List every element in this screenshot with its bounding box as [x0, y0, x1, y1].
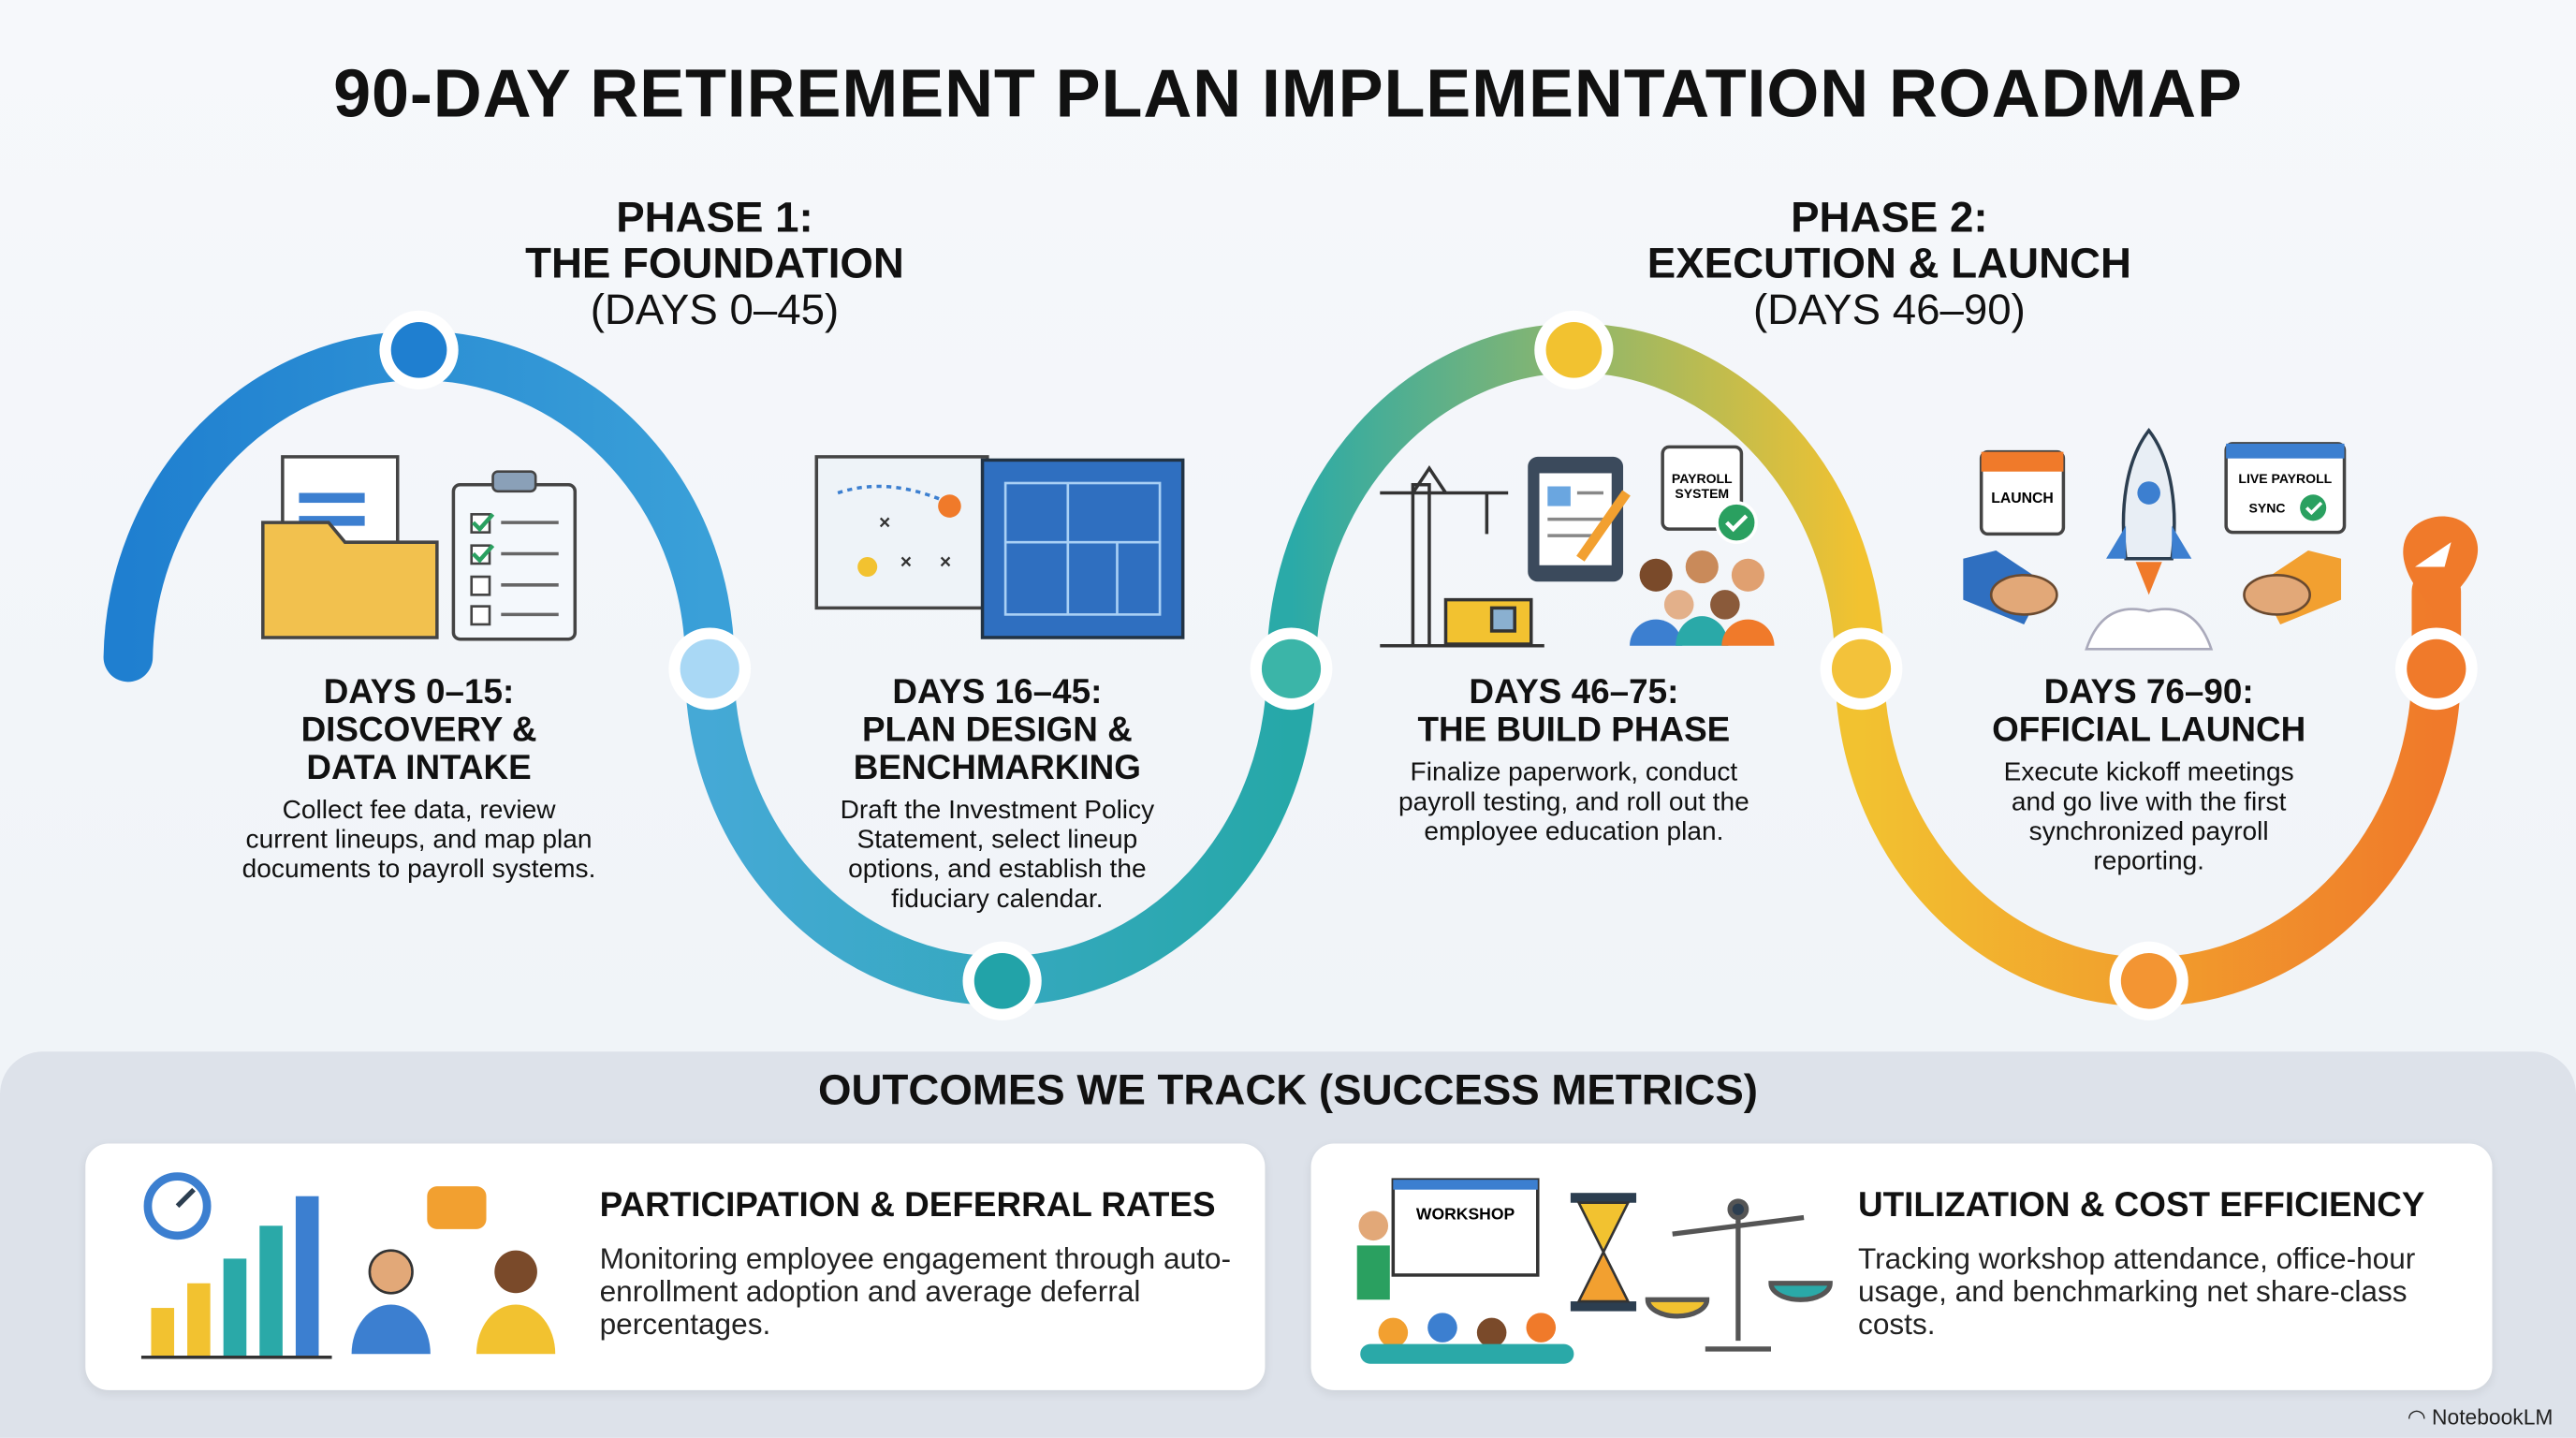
phase-2-days: (DAYS 46–90) — [1752, 284, 2026, 334]
thumbs-up-people-icon — [351, 1186, 556, 1355]
phase-2-heading: PHASE 2: EXECUTION & LAUNCH (DAYS 46–90) — [1528, 194, 2250, 331]
live-payroll-label: LIVE PAYROLL — [2238, 471, 2332, 486]
node-day-15 — [668, 627, 752, 711]
node-day-30 — [962, 941, 1042, 1020]
step-days-16-45: DAYS 16–45: PLAN DESIGN & BENCHMARKING D… — [800, 674, 1194, 916]
step-1-title-line-2: DISCOVERY & — [300, 711, 537, 750]
outcome-card-participation: PARTICIPATION & DEFERRAL RATES Monitorin… — [85, 1143, 1266, 1390]
step-2-description: Draft the Investment Policy Statement, s… — [840, 797, 1155, 914]
step-days-46-75: DAYS 46–75: THE BUILD PHASE Finalize pap… — [1368, 674, 1779, 848]
gauge-icon — [143, 1172, 212, 1240]
svg-text:×: × — [900, 551, 912, 573]
payroll-system-label-2: SYSTEM — [1675, 486, 1729, 501]
step-2-title-line-1: DAYS 16–45: — [892, 673, 1103, 712]
route-map-icon: × × × — [814, 455, 989, 610]
payroll-system-icon: PAYROLL SYSTEM — [1661, 445, 1758, 544]
folder-icon — [261, 455, 439, 639]
tablet-checklist-icon — [1528, 456, 1631, 582]
bar-chart-icon — [140, 1196, 332, 1359]
live-payroll-sync-icon: LIVE PAYROLL SYNC — [2224, 442, 2347, 535]
step-4-title-line-1: DAYS 76–90: — [2043, 673, 2254, 712]
rocket-icon — [2085, 427, 2214, 651]
outcome-card-utilization: WORKSHOP UTILIZATION & COST EFFICIENCY T… — [1310, 1143, 2493, 1390]
node-day-46 — [1534, 310, 1614, 389]
participation-description: Monitoring employee engagement through a… — [599, 1241, 1232, 1342]
step-1-title-line-3: DATA INTAKE — [306, 749, 532, 787]
phase-2-label: PHASE 2: — [1791, 192, 1988, 242]
step-2-title-line-3: BENCHMARKING — [853, 749, 1141, 787]
svg-text:×: × — [940, 551, 951, 573]
watermark-text: NotebookLM — [2432, 1404, 2554, 1430]
utilization-illustration: WORKSHOP — [1356, 1178, 1833, 1364]
node-day-80 — [2109, 941, 2188, 1020]
sync-label: SYNC — [2249, 501, 2286, 516]
step-1-title-line-1: DAYS 0–15: — [323, 673, 515, 712]
launch-label: LAUNCH — [1991, 491, 2054, 506]
step-2-title-line-2: PLAN DESIGN & — [861, 711, 1133, 750]
balance-scale-icon — [1645, 1198, 1833, 1352]
step-4-description: Execute kickoff meetings and go live wit… — [2003, 758, 2294, 876]
node-day-45 — [1250, 627, 1333, 711]
milestone-nodes — [379, 310, 2479, 1020]
utilization-title: UTILIZATION & COST EFFICIENCY — [1858, 1186, 2425, 1225]
workshop-label: WORKSHOP — [1416, 1204, 1515, 1223]
phase-1-heading: PHASE 1: THE FOUNDATION (DAYS 0–45) — [353, 194, 1076, 331]
launch-calendar-icon: LAUNCH — [1979, 449, 2066, 536]
participation-title: PARTICIPATION & DEFERRAL RATES — [599, 1186, 1216, 1225]
utilization-description: Tracking workshop attendance, office-hou… — [1858, 1241, 2416, 1342]
phase-1-days: (DAYS 0–45) — [590, 284, 840, 334]
phase-2-name: EXECUTION & LAUNCH — [1647, 238, 2131, 288]
audience-icon — [1360, 1313, 1574, 1364]
workshop-board-icon: WORKSHOP — [1356, 1178, 1574, 1364]
handshake-right-icon — [2243, 550, 2342, 624]
notebooklm-watermark: ◠ NotebookLM — [2408, 1405, 2554, 1431]
step-4-title-line-2: OFFICIAL LAUNCH — [1992, 711, 2306, 750]
step-1-description: Collect fee data, review current lineups… — [242, 797, 596, 885]
handshake-left-icon — [1963, 550, 2058, 624]
step-3-description: Finalize paperwork, conduct payroll test… — [1398, 758, 1749, 846]
step-3-title-line-1: DAYS 46–75: — [1469, 673, 1679, 712]
celebration-pin-icon — [2403, 516, 2479, 611]
node-day-0 — [379, 310, 459, 389]
employee-group-icon — [1630, 550, 1775, 646]
step-days-76-90: DAYS 76–90: OFFICIAL LAUNCH Execute kick… — [1952, 674, 2346, 878]
construction-crane-icon — [1380, 465, 1544, 648]
phase-1-label: PHASE 1: — [616, 192, 813, 242]
blueprint-icon — [980, 458, 1185, 639]
notebooklm-logo-icon: ◠ — [2407, 1404, 2433, 1430]
page-title: 90-DAY RETIREMENT PLAN IMPLEMENTATION RO… — [333, 55, 2243, 132]
node-day-90 — [2394, 627, 2478, 711]
checklist-clipboard-icon — [451, 470, 578, 641]
participation-illustration — [140, 1172, 556, 1359]
phase-1-name: THE FOUNDATION — [525, 238, 904, 288]
step-3-title-line-2: THE BUILD PHASE — [1417, 711, 1731, 750]
svg-text:×: × — [879, 512, 890, 534]
hourglass-icon — [1570, 1193, 1637, 1312]
node-day-75 — [1820, 627, 1903, 711]
payroll-system-label: PAYROLL — [1672, 471, 1733, 486]
outcomes-heading: OUTCOMES WE TRACK (SUCCESS METRICS) — [818, 1064, 1758, 1114]
step-days-0-15: DAYS 0–15: DISCOVERY & DATA INTAKE Colle… — [222, 674, 616, 886]
